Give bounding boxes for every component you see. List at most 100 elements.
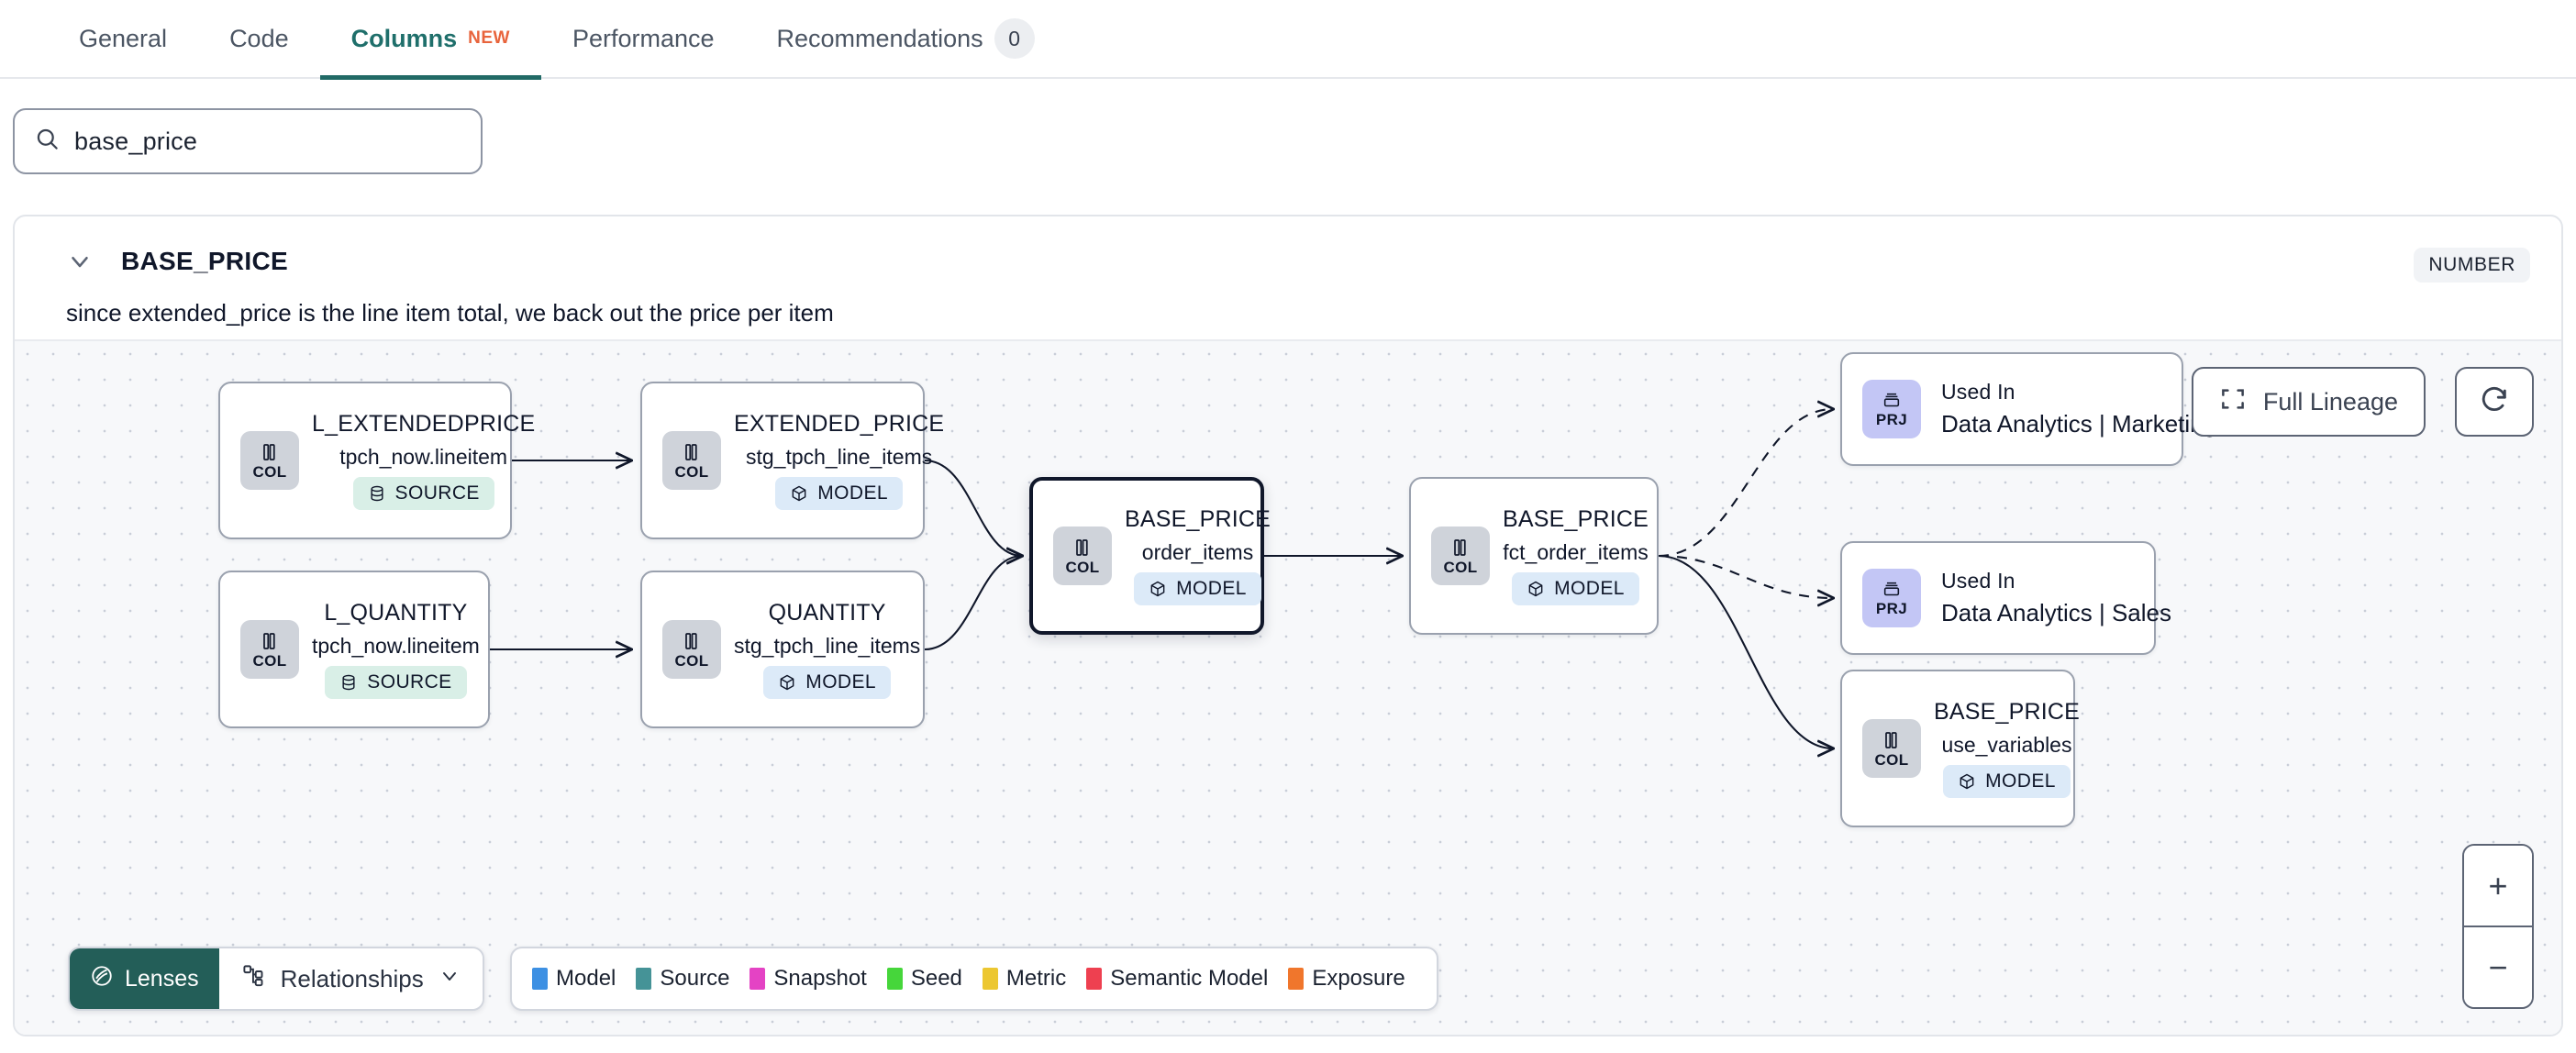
- lenses-button[interactable]: Lenses: [70, 948, 219, 1009]
- node-type-pill: SOURCE: [325, 666, 467, 699]
- legend-label: Seed: [910, 966, 962, 991]
- tab-columns[interactable]: Columns NEW: [319, 0, 542, 80]
- node-kind-label: COL: [252, 652, 287, 670]
- lineage-node-extended-price[interactable]: COL EXTENDED_PRICE stg_tpch_line_items M…: [640, 382, 944, 539]
- lineage-node-quantity[interactable]: COL QUANTITY stg_tpch_line_items MODEL: [640, 571, 925, 728]
- node-subtitle: fct_order_items: [1503, 540, 1649, 564]
- relationships-icon: [241, 963, 266, 994]
- zoom-out-button[interactable]: −: [2464, 927, 2532, 1007]
- node-subtitle: use_variables: [1941, 733, 2072, 757]
- node-body: Used In Data Analytics | Marketing: [1921, 380, 2229, 438]
- node-body: EXTENDED_PRICE stg_tpch_line_items MODEL: [721, 411, 957, 510]
- col-icon: COL: [662, 620, 721, 679]
- full-lineage-button[interactable]: Full Lineage: [2191, 367, 2426, 437]
- col-icon: COL: [662, 431, 721, 490]
- lineage-node-l-quantity[interactable]: COL L_QUANTITY tpch_now.lineitem SOURCE: [218, 571, 490, 728]
- chevron-down-icon: [439, 965, 461, 993]
- node-name: L_QUANTITY: [324, 600, 468, 626]
- project-icon: PRJ: [1862, 569, 1921, 627]
- refresh-icon: [2479, 384, 2510, 420]
- node-used-in-label: Used In: [1941, 380, 2015, 404]
- node-project-name: Data Analytics | Sales: [1941, 599, 2171, 626]
- node-type-pill: MODEL: [1134, 572, 1261, 605]
- zoom-controls[interactable]: + −: [2462, 844, 2534, 1009]
- node-project-name: Data Analytics | Marketing: [1941, 410, 2217, 438]
- tab-recommendations[interactable]: Recommendations 0: [746, 0, 1066, 78]
- node-type-legend: Model Source Snapshot Seed Metric Semant…: [510, 947, 1438, 1011]
- node-subtitle: tpch_now.lineitem: [339, 445, 508, 469]
- node-subtitle: tpch_now.lineitem: [312, 634, 480, 658]
- col-icon: COL: [1053, 526, 1112, 585]
- lenses-icon: [90, 964, 114, 994]
- legend-item-seed: Seed: [886, 966, 962, 992]
- tab-general[interactable]: General: [48, 0, 198, 78]
- search-value: base_price: [74, 127, 198, 155]
- node-kind-label: COL: [252, 463, 287, 481]
- node-type-pill: MODEL: [1512, 572, 1639, 605]
- lens-control-group: Lenses Relationships: [68, 947, 484, 1011]
- lineage-node-l-extendedprice[interactable]: COL L_EXTENDEDPRICE tpch_now.lineitem SO…: [218, 382, 535, 539]
- node-body: L_EXTENDEDPRICE tpch_now.lineitem SOURCE: [299, 411, 548, 510]
- zoom-in-button[interactable]: +: [2464, 846, 2532, 927]
- legend-label: Snapshot: [773, 966, 867, 991]
- col-icon: COL: [1431, 526, 1490, 585]
- tab-label: General: [79, 24, 168, 52]
- node-subtitle: stg_tpch_line_items: [734, 634, 921, 658]
- legend-item-metric: Metric: [982, 966, 1066, 992]
- pill-label: MODEL: [817, 482, 888, 504]
- legend-swatch: [886, 968, 903, 990]
- lineage-node-base-price-order-items[interactable]: COL BASE_PRICE order_items MODEL: [1029, 477, 1271, 635]
- legend-label: Model: [556, 966, 616, 991]
- legend-swatch: [636, 968, 652, 990]
- node-kind-label: COL: [1874, 751, 1909, 769]
- page-title: BASE_PRICE: [121, 247, 288, 275]
- search-icon: [35, 127, 60, 156]
- tab-performance[interactable]: Performance: [541, 0, 746, 78]
- lineage-node-base-price-use-variables[interactable]: COL BASE_PRICE use_variables MODEL: [1840, 670, 2080, 827]
- refresh-button[interactable]: [2455, 367, 2534, 437]
- node-subtitle: order_items: [1141, 540, 1254, 564]
- new-badge: NEW: [468, 28, 510, 48]
- node-name: QUANTITY: [768, 600, 886, 626]
- project-icon: PRJ: [1862, 380, 1921, 438]
- lenses-label: Lenses: [125, 965, 199, 992]
- recommendations-count-badge: 0: [994, 18, 1035, 59]
- pill-label: SOURCE: [394, 482, 480, 504]
- column-detail-card: BASE_PRICE NUMBER since extended_price i…: [13, 215, 2563, 1036]
- legend-item-source: Source: [636, 966, 729, 992]
- column-type-badge: NUMBER: [2414, 248, 2530, 283]
- node-type-pill: MODEL: [775, 477, 903, 510]
- legend-item-model: Model: [532, 966, 616, 992]
- node-body: BASE_PRICE fct_order_items MODEL: [1490, 506, 1661, 605]
- pill-label: MODEL: [1176, 578, 1247, 599]
- lineage-node-base-price-fct-order-items[interactable]: COL BASE_PRICE fct_order_items MODEL: [1409, 477, 1659, 635]
- lineage-node-project-marketing[interactable]: PRJ Used In Data Analytics | Marketing: [1840, 352, 2216, 466]
- legend-swatch: [982, 968, 998, 990]
- node-body: L_QUANTITY tpch_now.lineitem SOURCE: [299, 600, 493, 699]
- tab-code[interactable]: Code: [198, 0, 320, 78]
- legend-label: Source: [660, 966, 730, 991]
- pill-label: MODEL: [1554, 578, 1625, 599]
- node-kind-label: COL: [674, 652, 709, 670]
- pill-label: MODEL: [805, 671, 876, 693]
- legend-label: Exposure: [1312, 966, 1405, 991]
- legend-item-exposure: Exposure: [1288, 966, 1405, 992]
- tab-label: Code: [229, 24, 289, 52]
- node-subtitle: stg_tpch_line_items: [745, 445, 933, 469]
- pill-label: MODEL: [1985, 770, 2056, 792]
- node-kind-label: PRJ: [1875, 411, 1908, 428]
- legend-swatch: [749, 968, 766, 990]
- col-icon: COL: [240, 620, 299, 679]
- relationships-dropdown[interactable]: Relationships: [218, 948, 483, 1009]
- node-used-in-label: Used In: [1941, 569, 2015, 593]
- chevron-down-icon[interactable]: [66, 248, 94, 275]
- search-input[interactable]: base_price: [13, 108, 483, 174]
- lineage-canvas[interactable]: COL L_EXTENDEDPRICE tpch_now.lineitem SO…: [15, 339, 2561, 1035]
- node-name: L_EXTENDEDPRICE: [312, 411, 536, 437]
- tab-label: Recommendations: [776, 24, 983, 52]
- node-kind-label: PRJ: [1875, 600, 1908, 617]
- lineage-node-project-sales[interactable]: PRJ Used In Data Analytics | Sales: [1840, 541, 2171, 655]
- lineage-edges: [490, 341, 2561, 983]
- legend-swatch: [1086, 968, 1103, 990]
- column-description: since extended_price is the line item to…: [66, 299, 834, 327]
